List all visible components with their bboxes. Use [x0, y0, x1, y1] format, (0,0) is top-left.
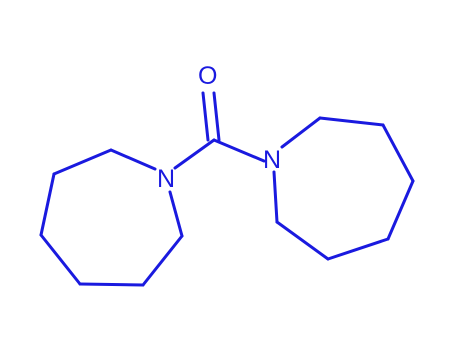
ring-bond	[52, 148, 113, 176]
ring-bond	[275, 220, 330, 261]
ring-bond	[318, 116, 385, 127]
ring-bond	[141, 234, 184, 287]
right-azepane-ring	[272, 116, 415, 261]
left-azepane-ring	[39, 148, 184, 287]
ring-bond	[386, 179, 415, 241]
nitrogen-atom-label-right: N	[263, 146, 281, 174]
nitrogen-atom-label-left: N	[157, 165, 175, 193]
ring-bond	[272, 170, 279, 224]
double-bond-line-2	[212, 91, 221, 142]
bond-carbonyl-n-right	[212, 138, 266, 163]
bond-carbonyl-n-left	[173, 138, 216, 170]
ring-bond	[280, 116, 322, 149]
oxygen-atom-label: O	[198, 62, 217, 90]
ring-bond	[39, 233, 82, 286]
ring-bond	[168, 190, 184, 238]
ring-bond	[39, 172, 56, 237]
ring-bond	[109, 148, 157, 171]
ring-bond	[381, 123, 415, 183]
double-bond-line-1	[201, 91, 210, 142]
carbonyl-group	[173, 91, 266, 170]
ring-bond	[326, 237, 390, 261]
ring-bond	[78, 282, 145, 287]
